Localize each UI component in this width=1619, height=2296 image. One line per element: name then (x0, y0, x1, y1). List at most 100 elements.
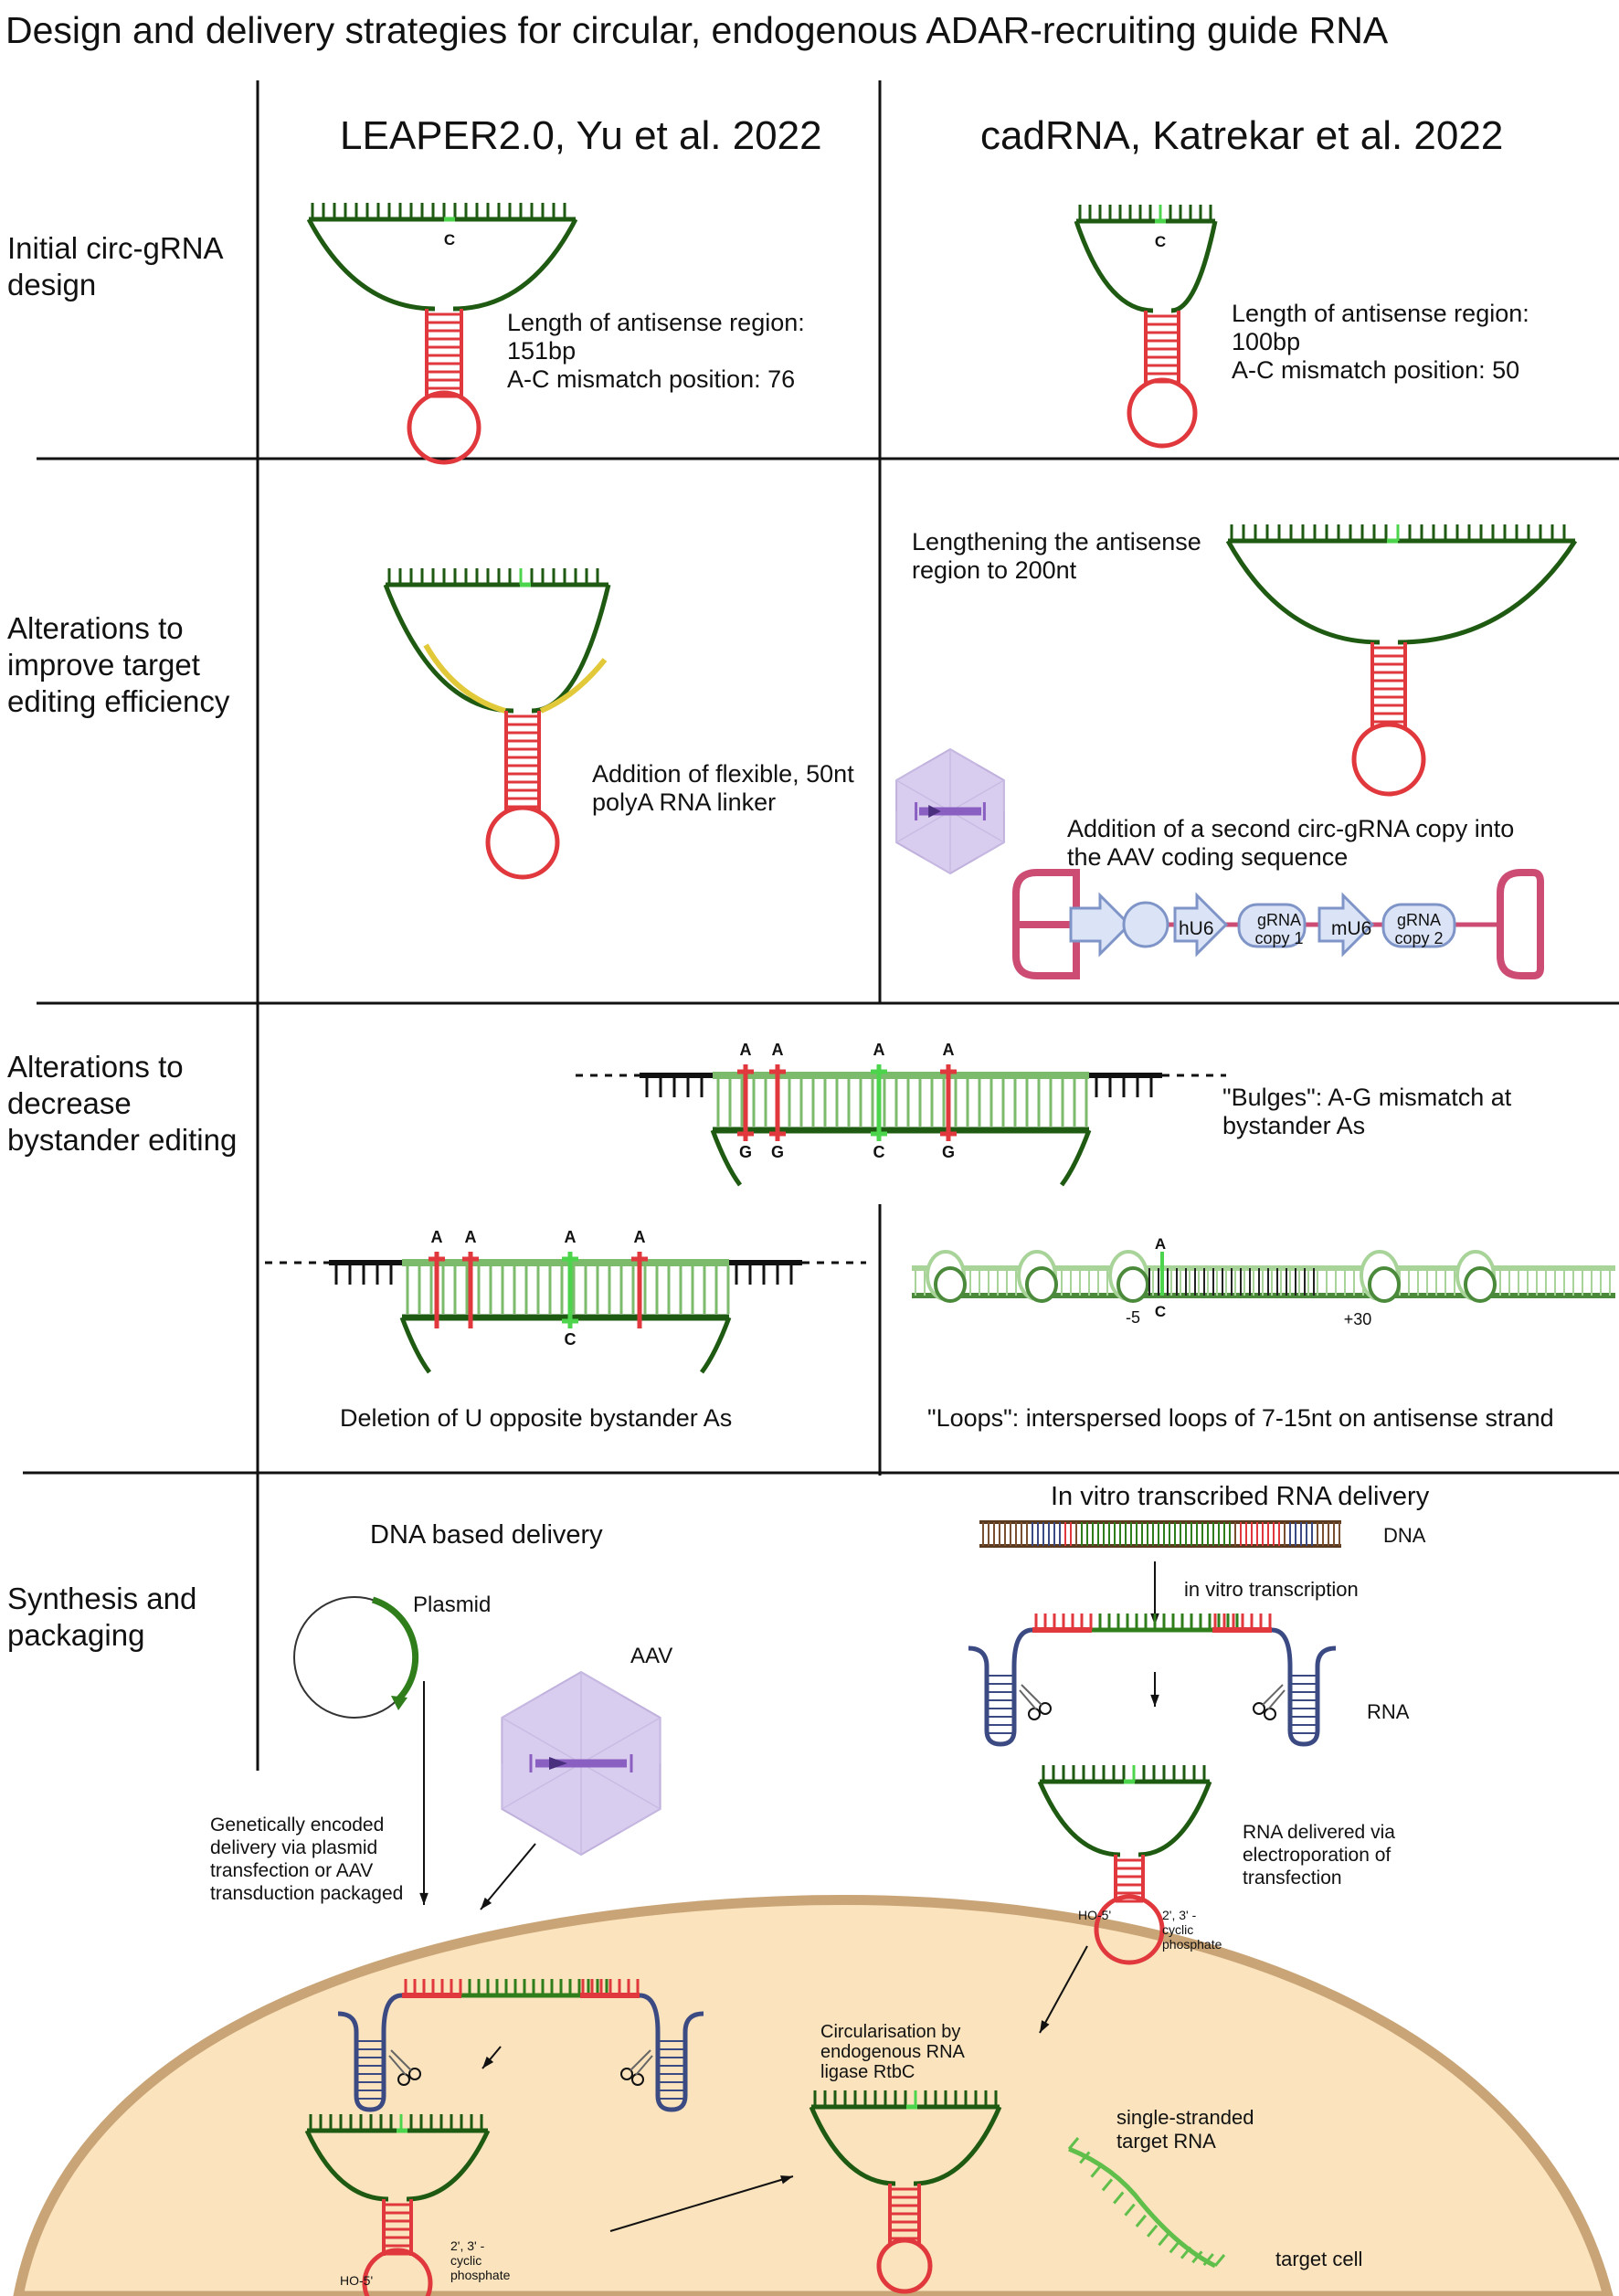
leaper-linker-guide-hairpin (485, 711, 560, 880)
cell-transcript-scissors-icon (620, 2049, 653, 2086)
ivt-transcript-ribozyme-left (968, 1627, 1033, 1747)
arrow-cell-cleave-head (482, 2056, 494, 2069)
target-rna-tooth (1169, 2240, 1180, 2254)
loops-plus30: +30 (1344, 1310, 1372, 1328)
scissors-blade (388, 2055, 407, 2076)
cadrna-initial-guide-mismatch-c: C (1155, 233, 1166, 250)
target-rna-tooth (1147, 2224, 1159, 2238)
gRNA-copy-2-box (1381, 903, 1456, 948)
hu6-arrow (1173, 892, 1229, 958)
leaper-initial-guide-hairpin-loop (407, 390, 481, 465)
arrow-plasmid-down (419, 1681, 429, 1905)
loop-bulge-inner (1116, 1266, 1149, 1303)
leaper-linker-guide (383, 568, 611, 880)
ho5-label-ivt: HO-5' (1078, 1908, 1112, 1922)
cadrna-long-guide-hairpin (1351, 642, 1426, 797)
leaper-linker-guide-polyA-linker (423, 643, 608, 714)
cell-linear-guide-hairpin-loop (362, 2248, 433, 2296)
cell-circular-guide-backbone (809, 2106, 1002, 2186)
arrow-circularise-head (780, 2175, 793, 2185)
target-rna (1067, 2137, 1226, 2269)
aav-capsid-icon-large-facet (580, 1762, 661, 1810)
deletion-duplex-top-base: A (465, 1228, 477, 1246)
rna-label: RNA (1367, 1700, 1410, 1723)
leaper-initial-guide-mismatch-c: C (444, 231, 455, 249)
ivt-delivery-heading: In vitro transcribed RNA delivery (1051, 1482, 1430, 1511)
cadrna-initial-guide: C (1074, 205, 1218, 449)
construct-hu6: hU6 (1179, 918, 1214, 939)
ho5-label-cell: HO-5' (340, 2273, 374, 2288)
bulges-duplex-bottom-base: C (873, 1143, 885, 1161)
cell-linear-guide-antisense (307, 2114, 488, 2133)
cadrna-initial-guide-backbone (1074, 220, 1218, 313)
arrow-cell-cleave (481, 2046, 502, 2069)
scissors-handle (631, 2073, 644, 2086)
leaper-initial-guide-hairpin (407, 309, 481, 465)
arrow-circularise (609, 2175, 794, 2232)
loop-bulge-inner (1368, 1266, 1401, 1303)
aav-capsid-icon-large (501, 1670, 661, 1857)
bulges-duplex-top-base: A (943, 1041, 955, 1059)
loops-minus5: -5 (1126, 1308, 1140, 1327)
scissors-handle (1039, 1702, 1052, 1715)
bulges-duplex-top-base: A (740, 1041, 752, 1059)
circularisation-note: Circularisation by endogenous RNA ligase… (820, 2022, 964, 2082)
cadrna-initial-guide-antisense (1076, 205, 1215, 224)
plasmid-insert (371, 1596, 419, 1702)
column-header-left: LEAPER2.0, Yu et al. 2022 (340, 113, 822, 158)
aav-capsid-icon-large-facet (580, 1717, 661, 1764)
cell-circular-guide (809, 2090, 1002, 2294)
loop-bulge-inner (1025, 1266, 1058, 1303)
genetic-delivery-note: Genetically encoded delivery via plasmid… (210, 1815, 404, 1904)
cadrna-initial-guide-hairpin-loop (1127, 377, 1198, 449)
cadrna-long-guide-hairpin-loop (1351, 722, 1426, 797)
deletion-duplex-bottom-base: C (565, 1330, 577, 1349)
aav-label: AAV (630, 1644, 673, 1668)
loops-c-label: C (1155, 1303, 1166, 1320)
bulges-duplex-bottom-base: G (771, 1143, 784, 1161)
arrow-delivery-head (1040, 2020, 1050, 2033)
cadrna-long-guide-backbone (1225, 539, 1578, 645)
aav-capsid-icon-small-promoter (928, 805, 941, 818)
target-rna-tooth (1090, 2164, 1102, 2178)
target-rna-tooth (1101, 2178, 1114, 2192)
cyclic-label-cell: 2', 3' - cyclic phosphate (450, 2238, 511, 2282)
aav-capsid-icon-small-facet2 (895, 764, 924, 781)
row-label-bystander: Alterations to decrease bystander editin… (7, 1050, 238, 1157)
aav-capsid-icon-small-facet (895, 810, 951, 843)
target-rna-tooth (1191, 2250, 1203, 2264)
ivt-transcript-scissors-icon (1019, 1684, 1052, 1720)
enhancer-circle (1122, 901, 1169, 948)
plasmid-icon (293, 1596, 419, 1719)
ivt-linear-guide (1037, 1765, 1212, 1965)
aav-capsid-icon-small-facet2 (977, 841, 1005, 859)
target-rna-tooth (1113, 2191, 1125, 2205)
rna-delivered-note: RNA delivered via electroporation of tra… (1243, 1822, 1395, 1889)
loop-bulge-inner (1464, 1266, 1497, 1303)
gRNA-copy-1-box (1237, 903, 1307, 948)
itr-right (1497, 869, 1544, 979)
cadrna-initial-note: Length of antisense region: 100bp A-C mi… (1232, 300, 1529, 384)
scissors-blade (390, 2049, 412, 2071)
cell-circular-guide-hairpin-loop (876, 2238, 933, 2294)
target-rna-strand (1068, 2146, 1217, 2269)
aav-capsid-icon-large-facet (502, 1717, 582, 1764)
bulges-note: "Bulges": A-G mismatch at bystander As (1222, 1084, 1512, 1139)
ivt-linear-guide-antisense (1040, 1765, 1210, 1784)
deletion-note: Deletion of U opposite bystander As (340, 1404, 733, 1432)
itr-left (1012, 869, 1080, 979)
aav-capsid-icon-small-facet (895, 779, 951, 812)
deletion-duplex-arms (399, 1317, 732, 1374)
leaper-initial-note: Length of antisense region: 151bp A-C mi… (507, 309, 805, 393)
scissors-blade (1267, 1689, 1286, 1710)
leaper-initial-guide: C (306, 203, 578, 465)
cadrna-long-guide (1225, 524, 1578, 797)
scissors-blade (630, 2049, 651, 2071)
leaper-initial-guide-backbone (306, 217, 578, 312)
deletion-duplex-top-base: A (565, 1228, 577, 1246)
column-header-right: cadRNA, Katrekar et al. 2022 (980, 113, 1504, 158)
scissors-handle (1264, 1708, 1276, 1720)
loops-note: "Loops": interspersed loops of 7-15nt on… (927, 1404, 1554, 1432)
second-copy-note: Addition of a second circ-gRNA copy into… (1067, 815, 1515, 871)
